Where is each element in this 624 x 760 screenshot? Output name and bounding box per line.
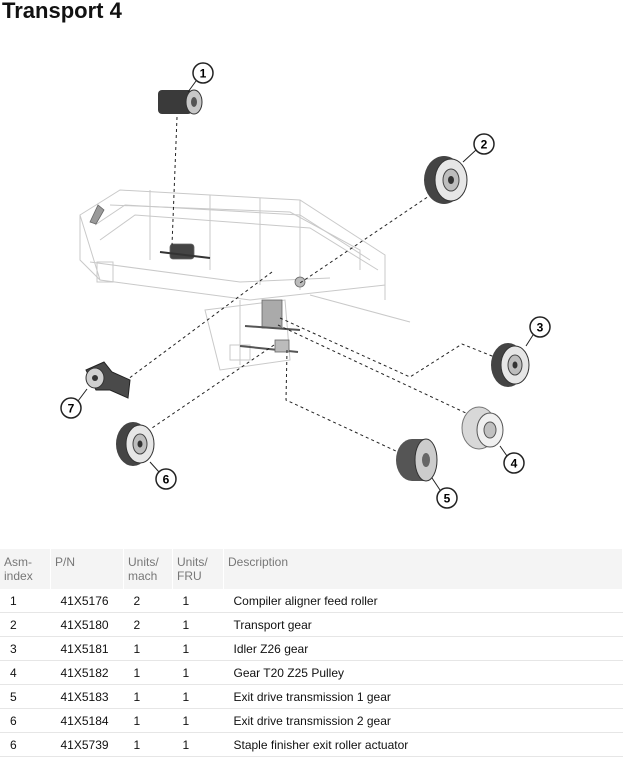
part-6-exit-drive-transmission-2-gear xyxy=(116,422,155,466)
table-row: 2 41X5180 2 1 Transport gear xyxy=(0,612,623,637)
table-row: 4 41X5182 1 1 Gear T20 Z25 Pulley xyxy=(0,660,623,685)
part-5-exit-drive-transmission-1-gear xyxy=(396,438,438,482)
callout-6: 6 xyxy=(155,468,177,490)
callout-1: 1 xyxy=(192,62,214,84)
svg-text:4: 4 xyxy=(511,457,518,471)
svg-text:6: 6 xyxy=(163,473,170,487)
col-units-fru: Units/ FRU xyxy=(172,549,224,589)
callout-4: 4 xyxy=(503,452,525,474)
assembly-detail xyxy=(89,204,306,353)
parts-diagram: 1 2 3 4 5 6 7 xyxy=(60,62,551,509)
callouts: 1 2 3 4 5 6 7 xyxy=(60,62,551,509)
transport-assembly-frame xyxy=(79,189,411,371)
col-description: Description xyxy=(223,549,623,589)
table-header-row: Asm- index P/N Units/ mach Units/ FRU De… xyxy=(0,549,623,589)
callout-stems xyxy=(77,80,534,491)
page-title: Transport 4 xyxy=(2,0,122,23)
svg-text:7: 7 xyxy=(68,402,75,416)
callout-5: 5 xyxy=(436,487,458,509)
svg-text:2: 2 xyxy=(481,138,488,152)
table-row: 5 41X5183 1 1 Exit drive transmission 1 … xyxy=(0,684,623,709)
col-asm-index: Asm- index xyxy=(0,549,51,589)
part-1-compiler-aligner-feed-roller xyxy=(158,89,203,115)
col-units-mach: Units/ mach xyxy=(123,549,173,589)
table-row: 6 41X5184 1 1 Exit drive transmission 2 … xyxy=(0,708,623,733)
svg-text:3: 3 xyxy=(537,321,544,335)
table-row: 1 41X5176 2 1 Compiler aligner feed roll… xyxy=(0,589,623,613)
part-4-gear-t20-z25-pulley xyxy=(461,406,504,450)
part-2-transport-gear xyxy=(424,156,468,204)
callout-2: 2 xyxy=(473,133,495,155)
table-row: 6 41X5739 1 1 Staple finisher exit rolle… xyxy=(0,732,623,757)
callout-3: 3 xyxy=(529,316,551,338)
table-row: 3 41X5181 1 1 Idler Z26 gear xyxy=(0,636,623,661)
parts-table: Asm- index P/N Units/ mach Units/ FRU De… xyxy=(0,549,623,757)
svg-text:1: 1 xyxy=(200,67,207,81)
callout-7: 7 xyxy=(60,397,82,419)
col-pn: P/N xyxy=(50,549,124,589)
svg-text:5: 5 xyxy=(444,492,451,506)
part-3-idler-z26-gear xyxy=(491,343,530,387)
part-7-exit-roller-actuator xyxy=(85,361,131,399)
leader-lines xyxy=(119,116,498,453)
